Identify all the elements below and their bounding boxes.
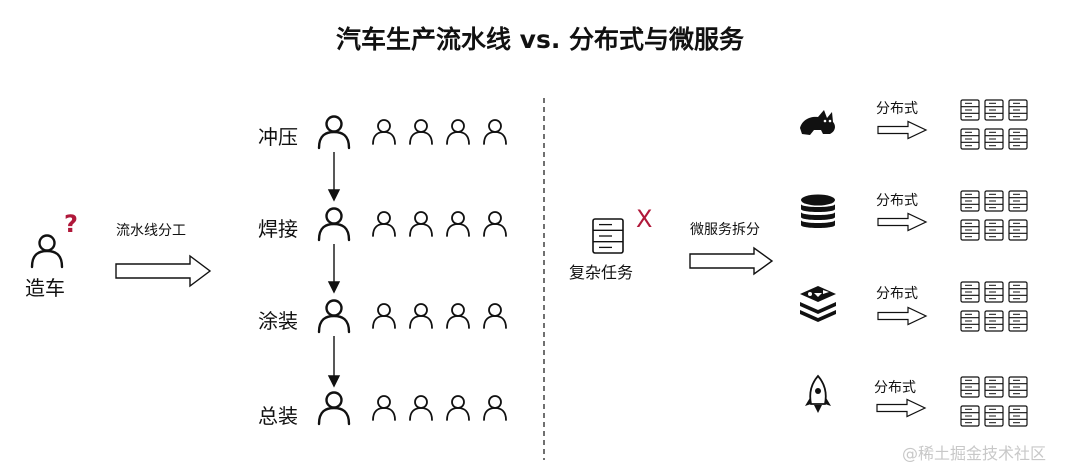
flow-arrows	[327, 152, 341, 388]
person-icon	[30, 234, 64, 269]
pipeline-arrow-label: 流水线分工	[116, 223, 186, 239]
worker-lead-icon	[317, 391, 351, 426]
watermark: @稀土掘金技术社区	[902, 444, 1047, 463]
worker-group-welding	[372, 211, 507, 237]
microservice-arrow-label: 微服务拆分	[690, 222, 760, 238]
worker-lead-icon	[317, 207, 351, 242]
distributed-arrow-1	[877, 120, 927, 140]
server-icon	[592, 218, 624, 254]
database-icon	[801, 194, 835, 228]
x-mark: X	[636, 205, 653, 233]
distributed-label-2: 分布式	[876, 193, 918, 209]
stage-label-stamping: 冲压	[258, 125, 298, 149]
tomcat-icon	[800, 110, 835, 135]
microservice-arrow	[689, 246, 774, 276]
build-car-label: 造车	[25, 276, 65, 300]
server-grid-1	[961, 100, 1027, 149]
stage-label-welding: 焊接	[258, 217, 298, 241]
pipeline-arrow	[115, 254, 212, 288]
worker-group-assembly	[372, 395, 507, 421]
worker-lead-icon	[317, 299, 351, 334]
complex-task-label: 复杂任务	[569, 263, 634, 282]
distributed-arrow-4	[876, 398, 926, 418]
distributed-arrow-3	[877, 306, 927, 326]
worker-group-painting	[372, 303, 507, 329]
distributed-label-3: 分布式	[876, 286, 918, 302]
worker-lead-icon	[317, 115, 351, 150]
server-grid-4	[961, 377, 1027, 426]
server-grid-3	[961, 282, 1027, 331]
distributed-label-1: 分布式	[876, 101, 918, 117]
distributed-label-4: 分布式	[874, 380, 916, 396]
page-title: 汽车生产流水线 vs. 分布式与微服务	[335, 25, 745, 54]
server-grid-2	[961, 191, 1027, 240]
rocket-icon	[805, 374, 831, 413]
distributed-arrow-2	[877, 212, 927, 232]
stage-label-painting: 涂装	[258, 309, 298, 333]
stage-label-assembly: 总装	[258, 404, 298, 428]
redis-icon	[800, 286, 836, 322]
worker-group-stamping	[372, 119, 507, 145]
question-mark: ?	[64, 210, 78, 238]
